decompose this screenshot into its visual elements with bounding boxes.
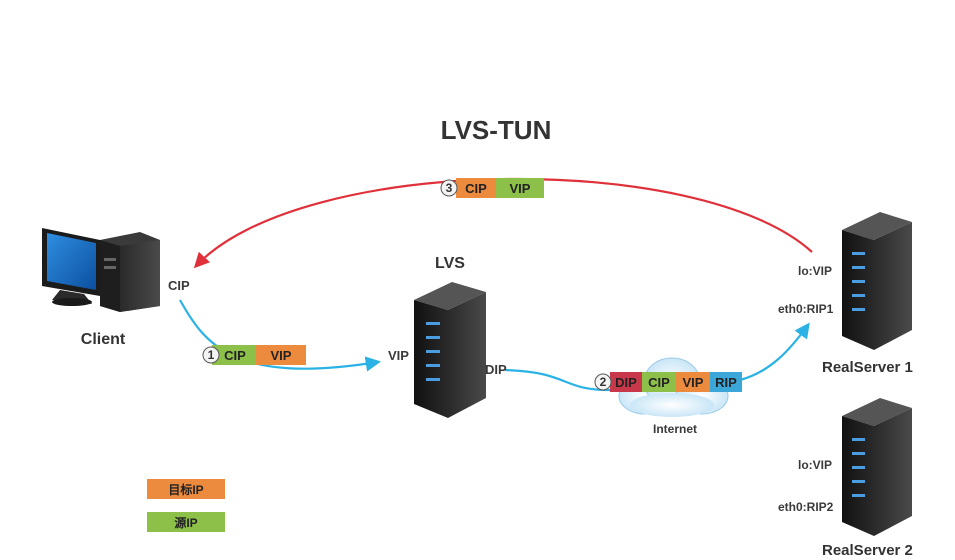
- legend-source-label: 源IP: [174, 515, 197, 530]
- packet-2-number: 2: [600, 375, 607, 389]
- packet-2-field-vip: VIP: [683, 375, 704, 390]
- client-ip-label: CIP: [168, 278, 190, 293]
- packet-3-field-vip: VIP: [510, 181, 531, 196]
- packet-3-number-badge: [440, 179, 458, 197]
- lvs-vip-label: VIP: [388, 348, 409, 363]
- legend-source-swatch: [147, 512, 225, 532]
- packet-3-number: 3: [446, 181, 453, 195]
- packet-3-field-cip: CIP: [465, 181, 487, 196]
- lvs-label: LVS: [435, 255, 465, 272]
- packet-1-number-badge: [202, 346, 220, 364]
- packet-1-number: 1: [208, 348, 215, 362]
- client-label: Client: [81, 331, 126, 348]
- legend: 目标IP 源IP: [147, 479, 225, 532]
- rs1-eth0-label: eth0:RIP1: [778, 302, 834, 316]
- packet-1-field-cip: CIP: [224, 348, 246, 363]
- rs1-lo-label: lo:VIP: [798, 264, 832, 278]
- tunnel-arrow-internet-rs1: [739, 322, 810, 382]
- internet-label: Internet: [653, 422, 697, 436]
- packet-3-target-field: [456, 178, 496, 198]
- tunnel-line-lvs-internet: [504, 368, 611, 392]
- rs1-label: RealServer 1: [822, 359, 913, 376]
- realserver-1-icon: [842, 212, 912, 350]
- packet-1: 1 CIP VIP: [202, 345, 306, 365]
- packet-2-number-badge: [594, 373, 612, 391]
- packet-2: 2 DIP CIP VIP RIP: [594, 372, 742, 392]
- legend-target-swatch: [147, 479, 225, 499]
- lvs-server-icon: [414, 282, 486, 418]
- packet-1-source-field: [212, 345, 256, 365]
- legend-target-label: 目标IP: [168, 482, 203, 497]
- packet-2-dip-field: [610, 372, 642, 392]
- rs2-eth0-label: eth0:RIP2: [778, 500, 834, 514]
- rs2-label: RealServer 2: [822, 542, 913, 559]
- packet-3: 3 CIP VIP: [440, 178, 544, 198]
- packet-1-target-field: [256, 345, 306, 365]
- lvs-dip-label: DIP: [485, 362, 507, 377]
- rs2-lo-label: lo:VIP: [798, 458, 832, 472]
- packet-3-source-field: [496, 178, 544, 198]
- diagram-title: LVS-TUN: [441, 115, 552, 145]
- packet-2-field-cip: CIP: [648, 375, 670, 390]
- packet-2-rip-field: [710, 372, 742, 392]
- packet-2-field-rip: RIP: [715, 375, 737, 390]
- client-computer-icon: [42, 228, 160, 312]
- packet-2-field-dip: DIP: [615, 375, 637, 390]
- realserver-2-icon: [842, 398, 912, 536]
- packet-1-field-vip: VIP: [271, 348, 292, 363]
- packet-2-vip-field: [676, 372, 710, 392]
- packet-2-cip-field: [642, 372, 676, 392]
